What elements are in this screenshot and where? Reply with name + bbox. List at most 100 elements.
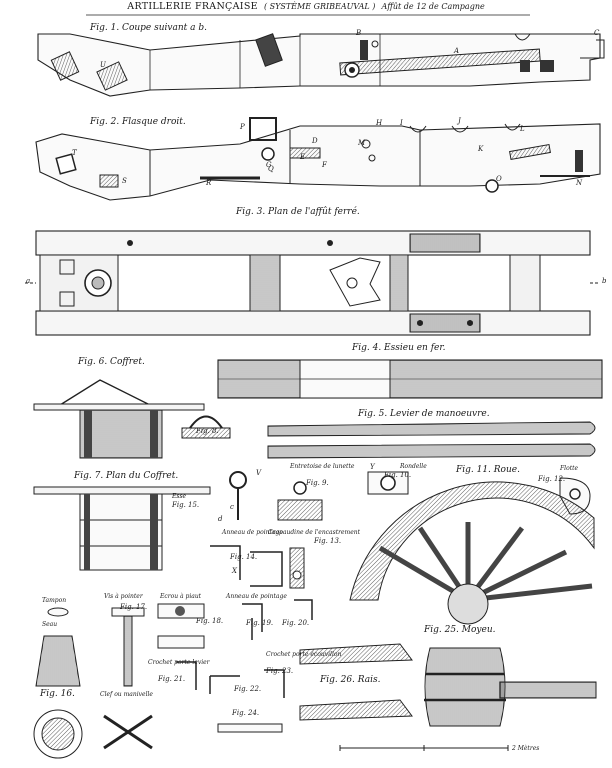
fig12-caption: Fig. 12. <box>538 475 566 483</box>
fig25-caption: Fig. 25. Moyeu. <box>424 625 496 635</box>
letter-d: d <box>218 515 223 523</box>
fig2-caption: Fig. 2. Flasque droit. <box>90 117 186 127</box>
fig9-lunette-drawing <box>277 481 323 521</box>
letter-b: b <box>602 277 607 285</box>
fig1-section-drawing <box>37 33 605 97</box>
fig5-caption: Fig. 5. Levier de manoeuvre. <box>358 409 490 419</box>
fig7-caption: Fig. 7. Plan du Coffret. <box>74 471 179 481</box>
fig21-caption: Fig. 21. <box>158 675 186 683</box>
letter-K: K <box>478 145 484 153</box>
letter-O: O <box>496 175 502 183</box>
fig5-lever-drawing <box>267 421 596 459</box>
crapaudine-caption: Crapaudine de l'encastrement <box>268 529 361 536</box>
fig15-drawing <box>250 551 283 587</box>
fig18-caption: Fig. 18. <box>196 617 224 625</box>
letter-X: X <box>232 567 237 575</box>
fig10-washer-drawing <box>367 471 409 495</box>
fig20-drawing <box>294 599 313 620</box>
scale-caption: 2 Mètres <box>512 745 540 752</box>
entretoise-caption: Entretoise de lunette <box>290 463 355 470</box>
fig24-caption: Fig. 24. <box>232 709 260 717</box>
letter-A: A <box>454 47 460 55</box>
letter-D: D <box>312 137 318 145</box>
fig19-caption: Fig. 19. <box>246 619 274 627</box>
letter-S: S <box>122 177 127 185</box>
fig3-caption: Fig. 3. Plan de l'affût ferré. <box>236 207 360 217</box>
letter-J: J <box>458 117 461 125</box>
scale-bar <box>339 745 509 751</box>
letter-H: H <box>376 119 383 127</box>
fig13-drawing <box>289 547 305 589</box>
fig22-caption: Fig. 22. <box>234 685 262 693</box>
letter-L: L <box>520 125 525 133</box>
fig21-drawing <box>176 661 197 690</box>
fig6-chest-drawing <box>33 379 205 459</box>
flotte-caption: Flotte <box>560 465 579 472</box>
fig6-caption: Fig. 6. Coffret. <box>78 357 145 367</box>
fig16-caption: Fig. 16. <box>40 689 75 699</box>
fig11-caption: Fig. 11. Roue. <box>456 465 520 475</box>
seau-caption: Seau <box>42 621 58 628</box>
crochet-ecouvillon-caption: Crochet porte écouvillon <box>266 651 342 658</box>
anneau-pointage-caption: Anneau de pointage <box>222 529 283 536</box>
letter-G: G <box>266 161 272 169</box>
fig11-wheel-drawing <box>349 481 595 625</box>
fig23-caption: Fig. 23. <box>266 667 294 675</box>
letter-R: R <box>206 179 212 187</box>
letter-I: I <box>400 119 403 127</box>
fig14-caption: Fig. 14. <box>230 553 258 561</box>
fig4-caption: Fig. 4. Essieu en fer. <box>352 343 446 353</box>
fig3-carriage-plan-drawing <box>25 230 600 336</box>
letter-V: V <box>256 469 262 477</box>
plate-subject: Affût de 12 de Campagne <box>381 2 485 11</box>
fig19-drawing <box>242 603 263 640</box>
letter-M: M <box>358 139 366 147</box>
fig20-caption: Fig. 20. <box>282 619 310 627</box>
fig24-drawing <box>217 723 283 733</box>
letter-E: E <box>300 153 306 161</box>
fig2-right-cheek-drawing <box>35 117 601 201</box>
letter-C: C <box>594 29 600 37</box>
fig15-caption: Fig. 15. <box>172 501 200 509</box>
letter-P: P <box>240 123 245 131</box>
letter-N: N <box>576 179 583 187</box>
vis-pointer-caption: Vis à pointer <box>104 593 143 600</box>
fig26-spoke-drawing <box>299 643 413 721</box>
fig17-caption: Fig. 17. <box>120 603 148 611</box>
fig4-iron-axle-drawing <box>217 359 603 399</box>
plate-title: ARTILLERIE FRANÇAISE <box>127 1 258 12</box>
fig17-screw-drawing <box>103 607 153 750</box>
letter-Y: Y <box>370 463 375 471</box>
fig22-drawing <box>209 675 240 694</box>
rondelle-caption: Rondelle <box>400 463 427 470</box>
letter-U: U <box>100 61 106 69</box>
fig16-bucket-drawing <box>33 607 83 759</box>
ring-bolt-drawing <box>229 471 247 520</box>
fig1-caption: Fig. 1. Coupe suivant a b. <box>90 23 207 33</box>
fig18-nut-drawing <box>157 603 205 649</box>
fig23-drawing <box>264 669 285 698</box>
anneau-pointage-2-caption: Anneau de pointage <box>226 593 287 600</box>
fig8-drawing <box>181 415 231 439</box>
fig8-caption: Fig. 8. <box>196 427 219 435</box>
plate-header: ARTILLERIE FRANÇAISE ( SYSTÈME GRIBEAUVA… <box>0 2 612 12</box>
fig13-caption: Fig. 13. <box>314 537 342 545</box>
fig26-caption: Fig. 26. Rais. <box>320 675 381 685</box>
letter-F: F <box>322 161 327 169</box>
crochet-levier-caption: Crochet porte levier <box>148 659 210 666</box>
fig10-caption: Fig. 10. <box>384 471 412 479</box>
letter-Q: Q <box>268 165 274 173</box>
fig9-caption: Fig. 9. <box>306 479 329 487</box>
letter-a: a <box>26 277 31 285</box>
fig25-hub-drawing <box>424 647 597 727</box>
tampon-caption: Tampon <box>42 597 67 604</box>
clef-caption: Clef ou manivelle <box>100 691 153 698</box>
fig14-drawing <box>210 545 241 580</box>
letter-T: T <box>72 149 77 157</box>
esse-caption: Esse <box>172 493 187 500</box>
letter-c: c <box>230 503 234 511</box>
letter-B: B <box>356 29 362 37</box>
fig7-chest-plan-drawing <box>33 486 211 571</box>
ecrou-caption: Ecrou à piaut <box>160 593 202 600</box>
